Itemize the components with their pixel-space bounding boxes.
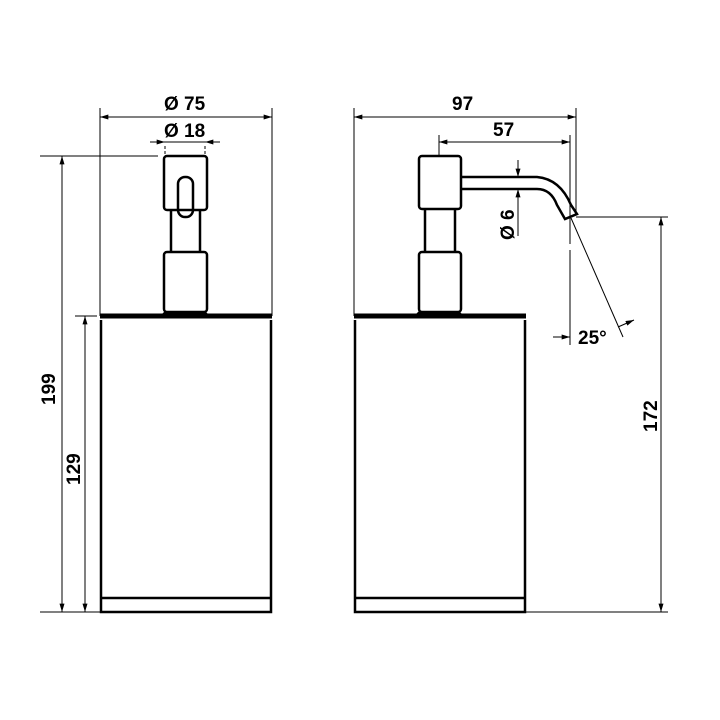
dimension-angle-25: 25°: [553, 217, 635, 349]
label-diameter-18: Ø 18: [164, 121, 205, 142]
spout: [461, 175, 579, 221]
pump-head-front: [162, 154, 209, 314]
label-depth-97: 97: [452, 94, 473, 115]
front-view: Ø 75 Ø 18 199 129: [39, 94, 273, 614]
dimension-reach-57: 57: [438, 120, 571, 345]
label-spout-diameter-6: Ø 6: [498, 209, 519, 240]
dimension-outlet-height-172: 172: [526, 216, 668, 613]
dimension-depth-97: 97: [353, 94, 577, 316]
dimension-diameter-18: Ø 18: [150, 121, 220, 154]
dispenser-body-front: [99, 311, 273, 614]
label-angle-25: 25°: [578, 328, 607, 349]
dimension-diameter-75: Ø 75: [99, 94, 273, 316]
label-outlet-height-172: 172: [641, 400, 662, 432]
pump-head-side: [417, 154, 463, 314]
label-height-199: 199: [39, 373, 60, 405]
dimension-spout-diameter-6: Ø 6: [498, 160, 521, 240]
label-diameter-75: Ø 75: [164, 94, 206, 115]
label-height-129: 129: [64, 453, 85, 485]
dimension-height-199: 199: [39, 155, 158, 613]
dimension-height-129: 129: [64, 315, 97, 613]
label-reach-57: 57: [493, 120, 514, 141]
dispenser-body-side: [353, 311, 527, 614]
side-view: 97 57 Ø 6 25° 172: [353, 94, 668, 614]
